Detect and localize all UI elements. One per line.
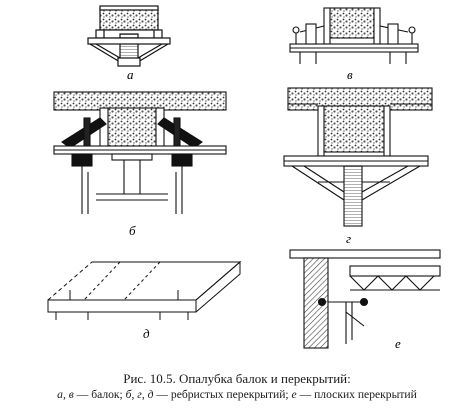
legend-letters-2: б, г, д <box>125 388 154 401</box>
panel-v-drawing <box>289 7 419 64</box>
panel-g-label: г <box>346 231 351 246</box>
panel-g-drawing <box>283 87 433 227</box>
panel-e-drawing <box>289 249 441 349</box>
legend-letters-3: е <box>291 388 297 401</box>
figure-caption-legend: а, в — балок; б, г, д — ребристых перекр… <box>0 387 474 402</box>
panel-b-drawing <box>53 91 227 214</box>
panel-a-label: а <box>127 67 134 82</box>
legend-text-3: — плоских перекрытий <box>296 388 417 401</box>
legend-text-1: — балок; <box>73 388 126 401</box>
panel-e-label: е <box>395 336 401 351</box>
panel-d-label: д <box>143 326 150 341</box>
panel-b-label: б <box>129 223 136 238</box>
legend-letters-1: а, в <box>57 388 74 401</box>
figure-caption-title: Рис. 10.5. Опалубка балок и перекрытий: <box>123 371 351 386</box>
panel-a-drawing <box>87 5 171 67</box>
legend-text-2: — ребристых перекрытий; <box>153 388 292 401</box>
panel-d-drawing <box>47 260 242 320</box>
panel-v-label: в <box>347 67 353 82</box>
